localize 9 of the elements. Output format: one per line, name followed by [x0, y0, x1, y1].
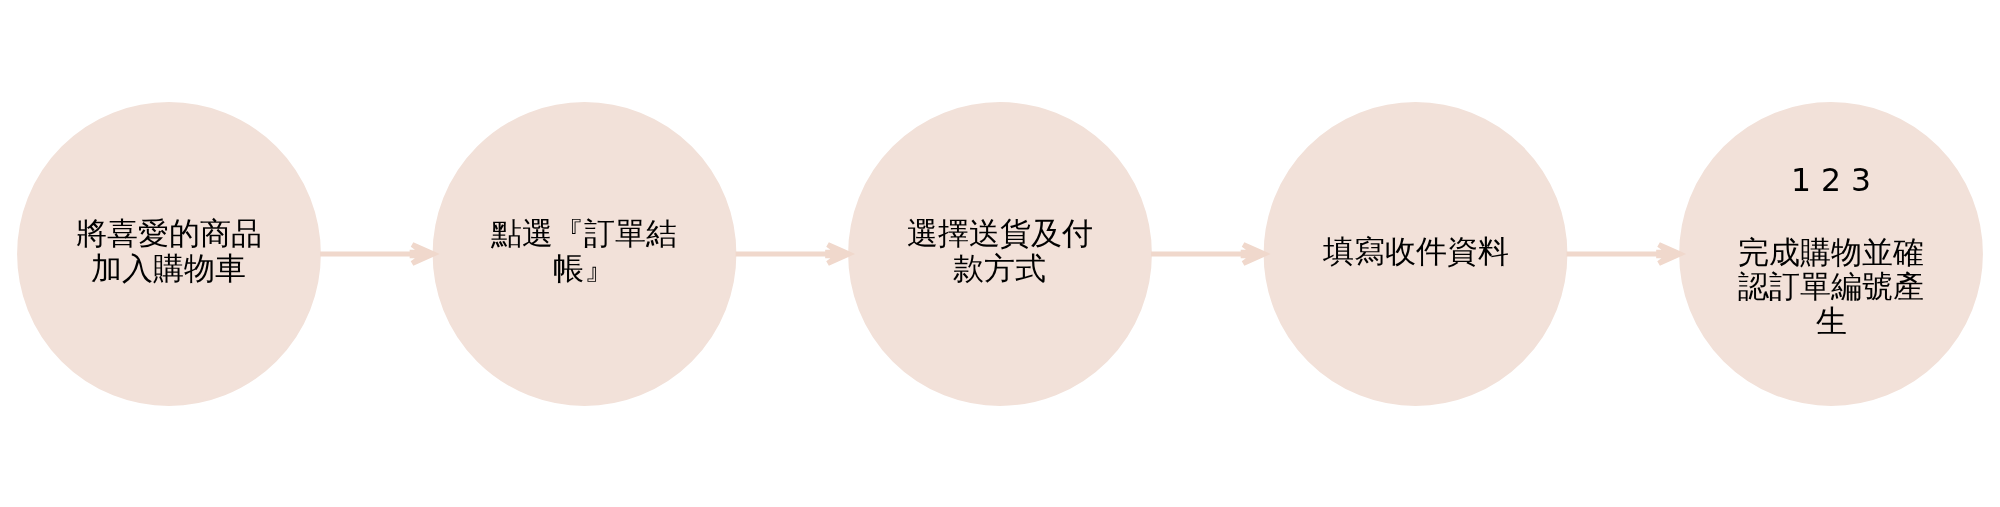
- arrow: [1151, 241, 1267, 266]
- node-circle: 點選『訂單結帳』: [432, 101, 737, 406]
- node-circle: 1 2 3 完成購物並確認訂單編號產生: [1679, 101, 1983, 406]
- arrow: [735, 241, 852, 266]
- arrow: [320, 241, 436, 266]
- node-circle: 將喜愛的商品加入購物車: [17, 101, 321, 406]
- node-circle: 填寫收件資料: [1263, 101, 1568, 406]
- node-circle: 選擇送貨及付款方式: [848, 101, 1152, 406]
- arrow: [1566, 241, 1683, 266]
